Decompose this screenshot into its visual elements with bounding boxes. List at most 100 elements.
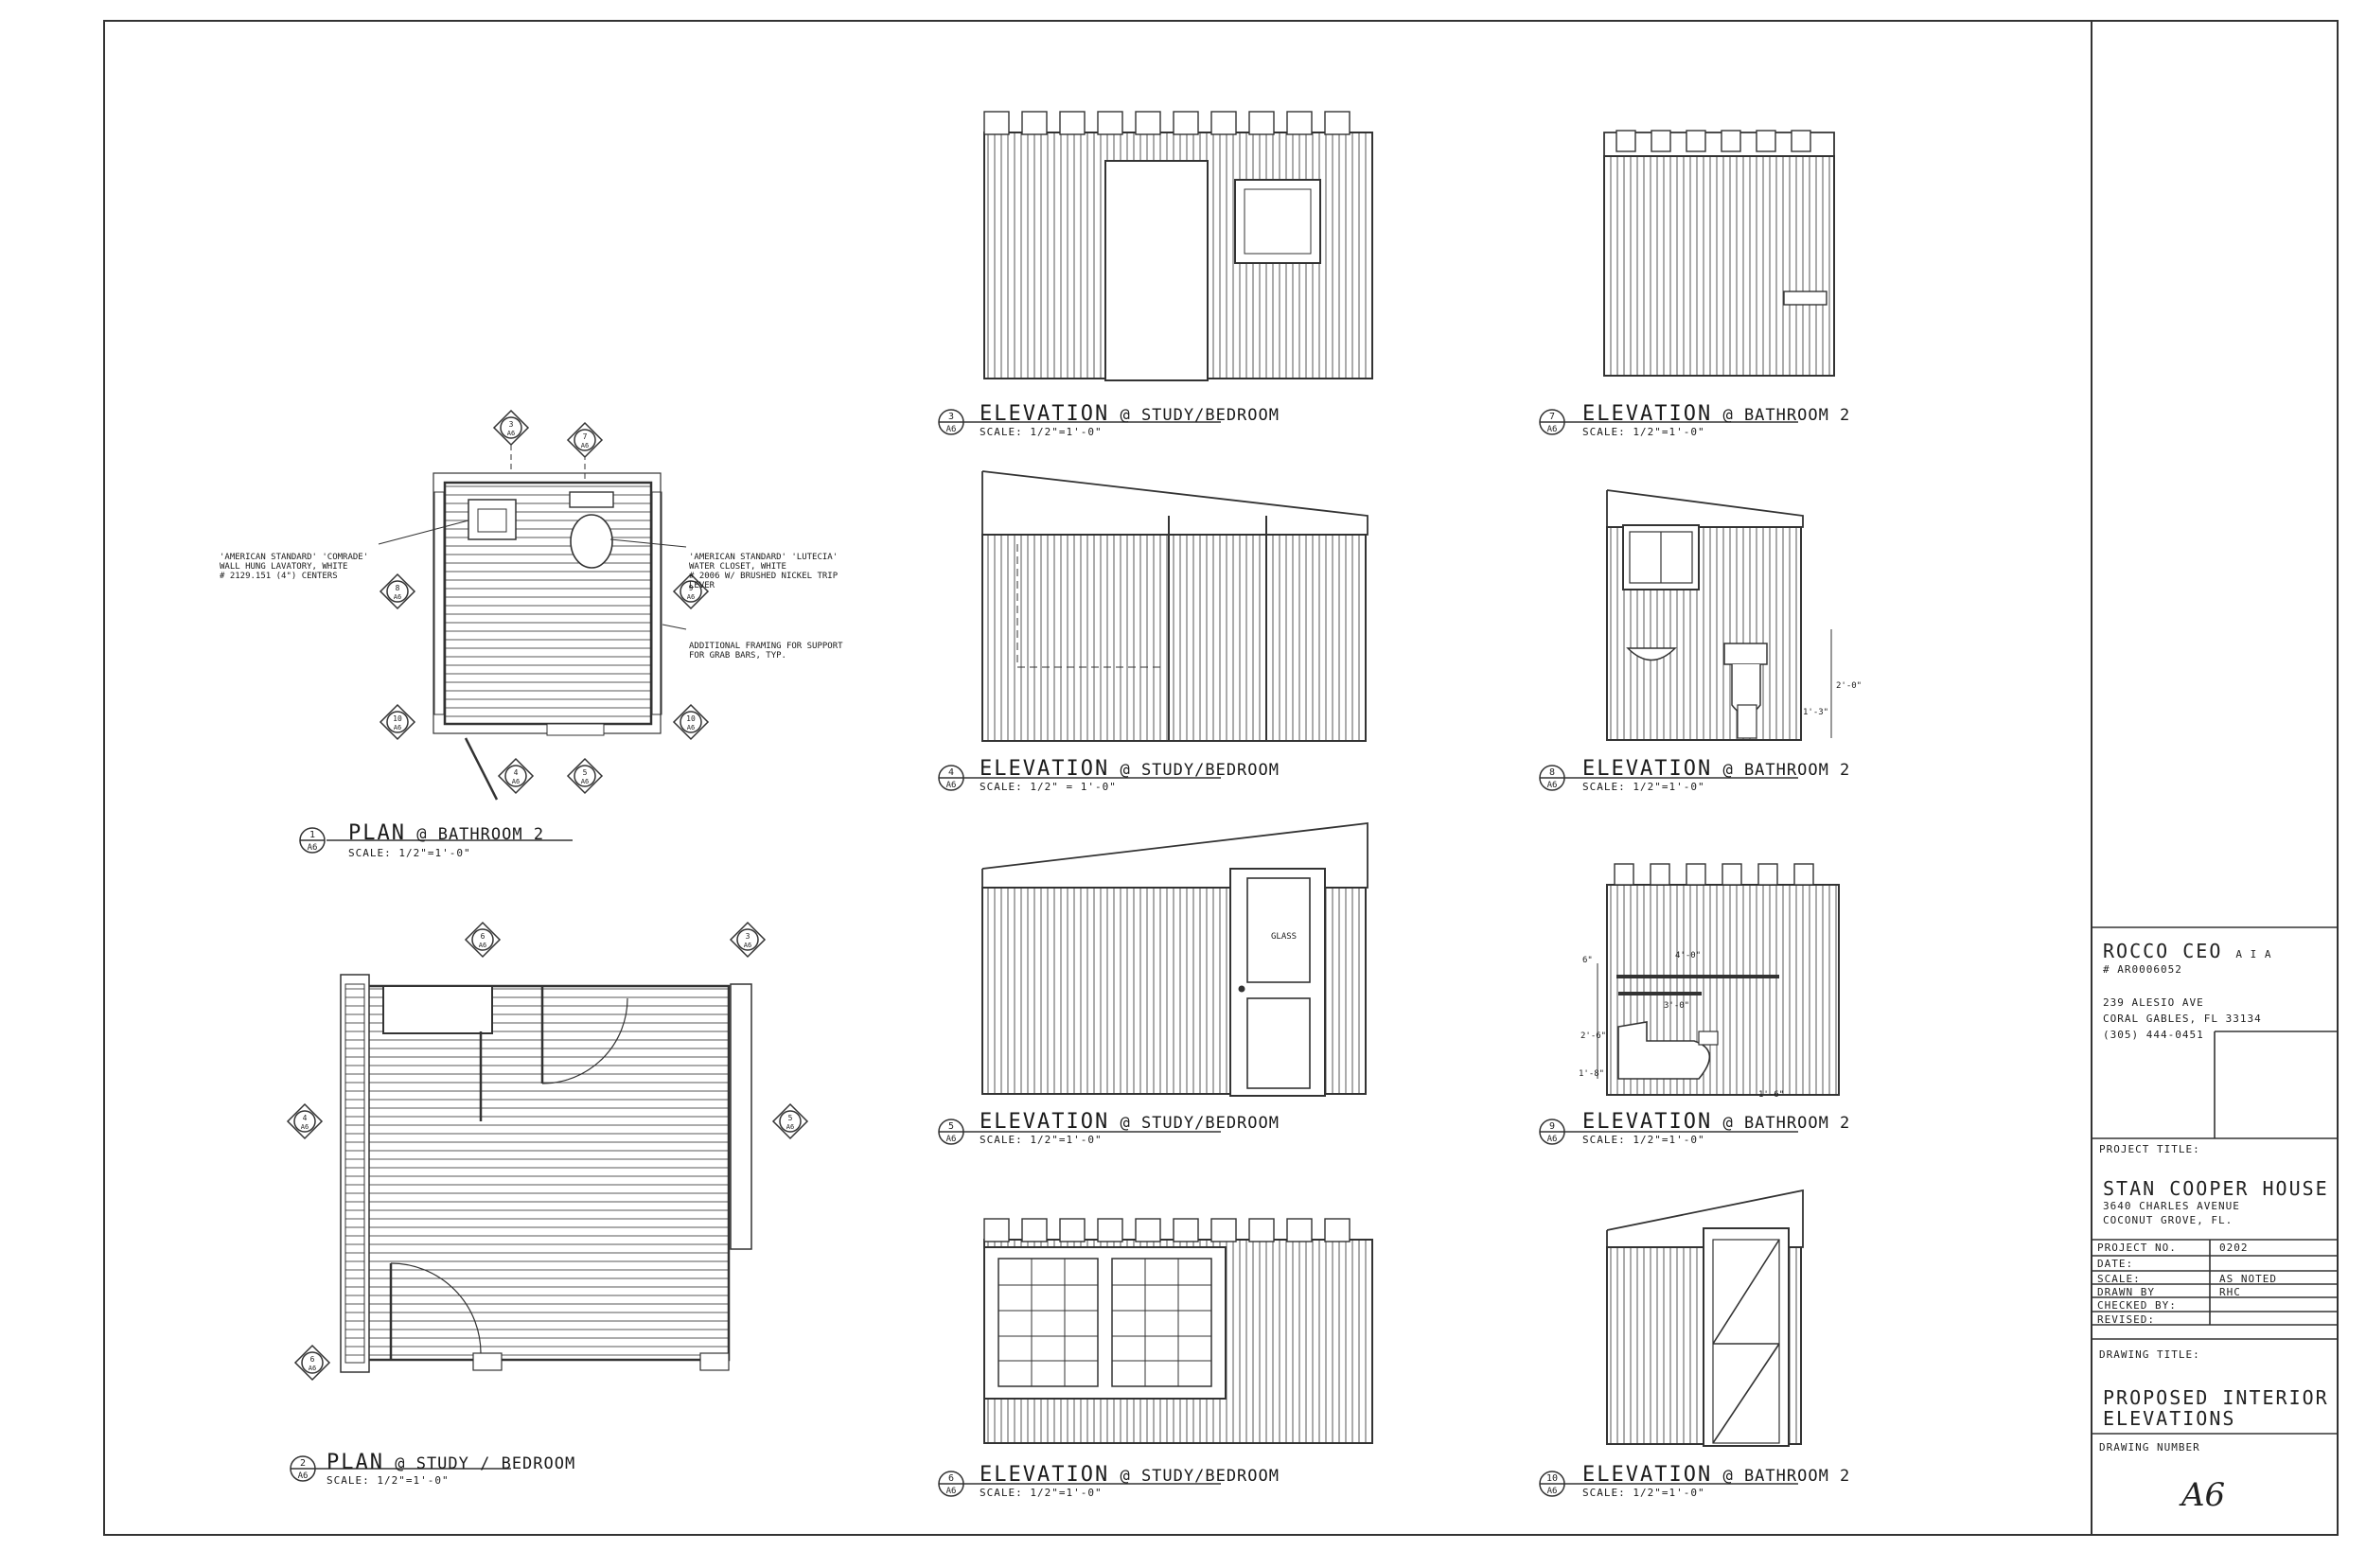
architect-phone: (305) 444-0451 [2103, 1029, 2204, 1041]
view-number: 9 [1549, 1121, 1555, 1132]
callout-circle [680, 711, 702, 733]
view-sheet-ref: A6 [1547, 781, 1558, 790]
plan-bathroom-2 [378, 445, 687, 801]
callout-circle [736, 928, 759, 951]
callout-number: 4 [514, 768, 519, 777]
info-row-label: SCALE: [2097, 1273, 2141, 1285]
view-sheet-ref: A6 [298, 1471, 309, 1481]
view-7-scale: SCALE: 1/2"=1'-0" [1582, 426, 1705, 438]
elevation-3 [983, 111, 1373, 381]
view-8-scale: SCALE: 1/2"=1'-0" [1582, 781, 1705, 793]
drawing-title-label: DRAWING TITLE: [2099, 1348, 2200, 1361]
view-8-title: ELEVATION @ BATHROOM 2 [1582, 757, 1851, 781]
glass-label: GLASS [1271, 932, 1298, 942]
callout-number: 6 [481, 932, 486, 941]
callout-number: 7 [583, 432, 588, 441]
view-4-scale: SCALE: 1/2" = 1'-0" [980, 781, 1117, 793]
callout-number: 4 [303, 1114, 308, 1122]
project-address-2: COCONUT GROVE, FL. [2103, 1214, 2234, 1226]
project-name: STAN COOPER HOUSE [2103, 1177, 2329, 1200]
view-10-title: ELEVATION @ BATHROOM 2 [1582, 1463, 1851, 1487]
view-10-scale: SCALE: 1/2"=1'-0" [1582, 1487, 1705, 1499]
callout-sheet: A6 [687, 724, 695, 731]
callout-circle [574, 765, 596, 787]
water-closet-note: 'AMERICAN STANDARD' 'LUTECIA'WATER CLOSE… [689, 553, 839, 590]
callout-sheet: A6 [507, 430, 515, 437]
callout-circle [779, 1110, 802, 1133]
callout-sheet: A6 [394, 593, 401, 601]
view-sheet-ref: A6 [946, 425, 957, 434]
view-sheet-ref: A6 [308, 843, 318, 853]
callout-number: 10 [686, 714, 696, 723]
callout-number: 8 [396, 584, 400, 592]
view-6-scale: SCALE: 1/2"=1'-0" [980, 1487, 1103, 1499]
info-row-value: AS NOTED [2219, 1273, 2277, 1285]
view-2-title: PLAN @ STUDY / BEDROOM [327, 1451, 576, 1474]
callout-circle [504, 765, 527, 787]
callout-number: 5 [583, 768, 588, 777]
view-number: 7 [1549, 412, 1555, 422]
view-9-scale: SCALE: 1/2"=1'-0" [1582, 1134, 1705, 1146]
architect-address-1: 239 ALESIO AVE [2103, 996, 2204, 1009]
view-7-title: ELEVATION @ BATHROOM 2 [1582, 402, 1851, 426]
view-sheet-ref: A6 [1547, 1487, 1558, 1496]
view-5-title: ELEVATION @ STUDY/BEDROOM [980, 1110, 1280, 1134]
view-9-title: ELEVATION @ BATHROOM 2 [1582, 1110, 1851, 1134]
dim-2ft: 2'-0" [1836, 681, 1863, 691]
elevation-7 [1603, 130, 1835, 377]
callout-sheet: A6 [479, 942, 486, 949]
callout-circle [500, 416, 522, 439]
view-number: 2 [300, 1458, 306, 1469]
sheet-border [103, 20, 2339, 1536]
info-row-label: REVISED: [2097, 1313, 2155, 1326]
view-number: 5 [948, 1121, 954, 1132]
dim-3ft: 3'-0" [1664, 1001, 1690, 1011]
drawing-title-line-1: PROPOSED INTERIOR [2103, 1386, 2329, 1409]
dim-4ft: 4'-0" [1675, 951, 1702, 960]
view-3-title: ELEVATION @ STUDY/BEDROOM [980, 402, 1280, 426]
callout-sheet: A6 [394, 724, 401, 731]
dim-1ft3: 1'-3" [1803, 708, 1829, 717]
elevation-8 [1606, 489, 1832, 741]
elevation-9 [1597, 863, 1840, 1096]
callout-number: 5 [788, 1114, 793, 1122]
view-number: 10 [1546, 1473, 1558, 1484]
drawing-number-label: DRAWING NUMBER [2099, 1441, 2200, 1453]
view-number: 3 [948, 412, 954, 422]
callout-circle [386, 580, 409, 603]
callout-number: 3 [746, 932, 750, 941]
dim-6in: 6" [1582, 956, 1593, 965]
drawing-title-line-2: ELEVATIONS [2103, 1407, 2236, 1430]
info-row-value: 0202 [2219, 1242, 2249, 1254]
callout-circle [293, 1110, 316, 1133]
view-number: 8 [1549, 767, 1555, 778]
view-2-scale: SCALE: 1/2"=1'-0" [327, 1474, 450, 1487]
view-number: 4 [948, 767, 954, 778]
elevation-10 [1606, 1189, 1804, 1447]
plan-study-bedroom [340, 974, 752, 1373]
view-sheet-ref: A6 [946, 781, 957, 790]
view-5-scale: SCALE: 1/2"=1'-0" [980, 1134, 1103, 1146]
info-row-value: RHC [2219, 1286, 2241, 1298]
info-row-label: DATE: [2097, 1258, 2134, 1270]
dim-1ft8: 1'-8" [1579, 1069, 1605, 1079]
project-title-label: PROJECT TITLE: [2099, 1143, 2200, 1155]
callout-sheet: A6 [687, 593, 695, 601]
dim-2ft6: 2'-6" [1580, 1031, 1607, 1041]
callout-circle [574, 429, 596, 451]
callout-number: 9 [689, 584, 694, 592]
callout-sheet: A6 [512, 778, 520, 785]
view-1-title: PLAN @ BATHROOM 2 [348, 821, 545, 845]
callout-number: 10 [393, 714, 402, 723]
info-row-label: DRAWN BY [2097, 1286, 2155, 1298]
callout-circle [386, 711, 409, 733]
view-sheet-ref: A6 [946, 1487, 957, 1496]
callout-number: 6 [310, 1355, 315, 1364]
callout-sheet: A6 [581, 778, 589, 785]
architect-license: # AR0006052 [2103, 963, 2182, 976]
callout-circle [301, 1351, 324, 1374]
callout-circle [680, 580, 702, 603]
architect-address-2: CORAL GABLES, FL 33134 [2103, 1013, 2262, 1025]
